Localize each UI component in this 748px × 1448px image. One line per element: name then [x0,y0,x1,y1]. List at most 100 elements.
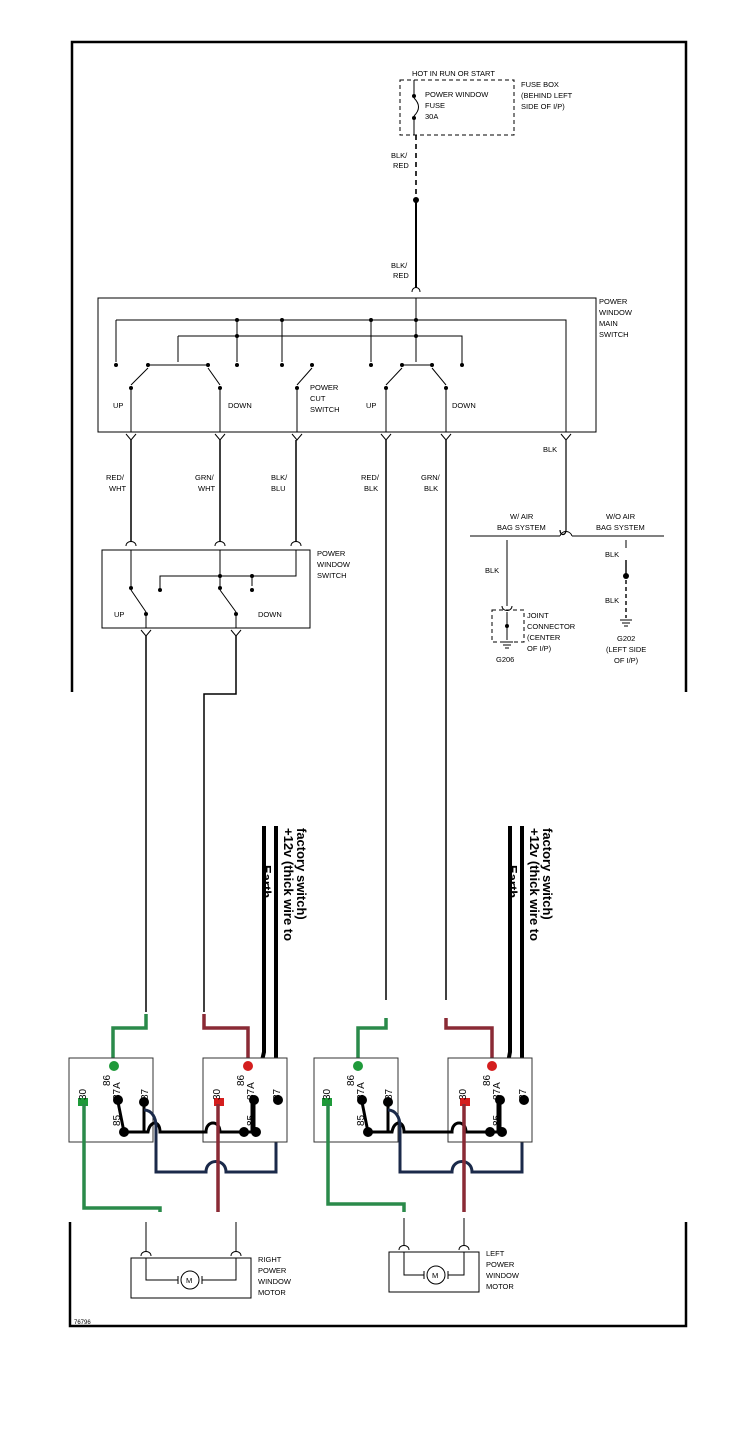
wire4-label-a: RED/ [361,473,380,482]
feed-color-b2: RED [393,271,409,280]
left-motor: M LEFT POWER WINDOW MOTOR [388,1218,520,1293]
wire5-label-a: GRN/ [421,473,441,482]
fuse-box-label-1: FUSE BOX [521,80,559,89]
pin-87-label: 87 [140,1088,151,1100]
window-switch-title-2: WINDOW [317,560,351,569]
pin-86-label: 86 [236,1074,247,1086]
blk-with-label: BLK [485,566,499,575]
pin-30-label: 30 [78,1088,89,1100]
main-switch-title-3: MAIN [599,319,618,328]
pin-86-label: 86 [102,1074,113,1086]
main-switch-title-2: WINDOW [599,308,633,317]
joint-connector-label-2: CONNECTOR [527,622,576,631]
main-down-right-label: DOWN [452,401,476,410]
wire1-label-a: RED/ [106,473,125,482]
pin-86-label: 86 [482,1074,493,1086]
window-switch-down-label: DOWN [258,610,282,619]
pin-86-green [353,1061,363,1071]
top-frame [70,40,688,692]
pin-87a-label: 87A [112,1082,123,1100]
joint-connector-label-4: OF I/P) [527,644,552,653]
feed-color-a1: BLK/ [391,151,408,160]
pin-87-label: 87 [384,1088,395,1100]
main-switch-title-4: SWITCH [599,330,629,339]
wire1-label-b: WHT [109,484,126,493]
pin-87a-label: 87A [246,1082,257,1100]
earth-label: Earth [259,865,274,898]
pin-86-label: 86 [346,1074,357,1086]
g206-label: G206 [496,655,514,664]
with-airbag-label-2: BAG SYSTEM [497,523,546,532]
wire3-label-b: BLU [271,484,286,493]
pin-87-label: 87 [272,1088,283,1100]
wire4-label-b: BLK [364,484,378,493]
wire3-label-a: BLK/ [271,473,288,482]
wire5-label-b: BLK [424,484,438,493]
pin-30-label: 30 [212,1088,223,1100]
pin-86-red [487,1061,497,1071]
feed-wire: BLK/ RED BLK/ RED [391,135,421,293]
motor-symbol [426,1265,446,1285]
left-motor-label-2: POWER [486,1260,515,1269]
supply-label-2: factory switch) [294,828,309,920]
main-switch: UP DOWN POWER CUT SWITCH UP DOWN POWER W… [97,297,633,441]
fuse-label-3: 30A [425,112,438,121]
with-airbag-label-1: W/ AIR [510,512,534,521]
cut-switch-label-2: CUT [310,394,326,403]
joint-connector-label-1: JOINT [527,611,549,620]
pin-85-label: 85 [356,1114,367,1126]
pin-85-label: 85 [246,1114,257,1126]
earth-label: Earth [505,865,520,898]
g202-label-1: G202 [617,634,635,643]
relay-set-right: 30 86 87A 85 87 30 86 87A 85 87 Earth +1… [68,826,309,1212]
lower-wires [145,636,237,1012]
without-airbag-label-1: W/O AIR [606,512,636,521]
cut-switch-label-3: SWITCH [310,405,340,414]
fuse-box: HOT IN RUN OR START POWER WINDOW FUSE 30… [399,69,573,136]
joint-connector-label-3: (CENTER [527,633,561,642]
bottom-frame [68,1222,688,1328]
relay-set-left: 30 86 87A 85 87 30 86 87A 85 87 Earth +1… [313,826,555,1212]
motor-symbol [180,1270,200,1290]
fuse-box-label-2: (BEHIND LEFT [521,91,573,100]
feed-color-b1: BLK/ [391,261,408,270]
left-motor-label-4: MOTOR [486,1282,514,1291]
pin-86-green [109,1061,119,1071]
main-switch-title-1: POWER [599,297,628,306]
right-motor: M RIGHT POWER WINDOW MOTOR [130,1222,292,1299]
ground-wire-label: BLK [543,445,557,454]
pin-87-label: 87 [518,1088,529,1100]
pin-87a-label: 87A [492,1082,503,1100]
pin-86-red [243,1061,253,1071]
right-motor-label-1: RIGHT [258,1255,282,1264]
fuse-label-1: POWER WINDOW [425,90,489,99]
pin-85-label: 85 [492,1114,503,1126]
pin-30-label: 30 [322,1088,333,1100]
fuse-feed-label: HOT IN RUN OR START [412,69,495,78]
figure-id: 76796 [74,1320,91,1326]
main-down-left-label: DOWN [228,401,252,410]
motor-symbol-label: M [432,1271,438,1280]
right-motor-label-4: MOTOR [258,1288,286,1297]
g202-label-3: OF I/P) [614,656,639,665]
supply-label-1: +12v (thick wire to [281,828,296,941]
pin-85-label: 85 [112,1114,123,1126]
right-motor-label-2: POWER [258,1266,287,1275]
fuse-label-2: FUSE [425,101,445,110]
window-switch: UP DOWN POWER WINDOW SWITCH [101,541,351,637]
pin-30-label: 30 [458,1088,469,1100]
cut-switch-label-1: POWER [310,383,339,392]
fuse-box-label-3: SIDE OF I/P) [521,102,565,111]
main-up-left-label: UP [113,401,123,410]
right-motor-label-3: WINDOW [258,1277,292,1286]
blk-without-label-1: BLK [605,550,619,559]
blk-without-label-2: BLK [605,596,619,605]
wire2-label-a: GRN/ [195,473,215,482]
window-switch-title-3: SWITCH [317,571,347,580]
main-up-right-label: UP [366,401,376,410]
motor-symbol-label: M [186,1276,192,1285]
left-motor-label-1: LEFT [486,1249,505,1258]
supply-label-1: +12v (thick wire to [527,828,542,941]
switch-wires: RED/ WHT GRN/ WHT BLK/ BLU RED/ BLK GRN/… [106,440,567,1000]
